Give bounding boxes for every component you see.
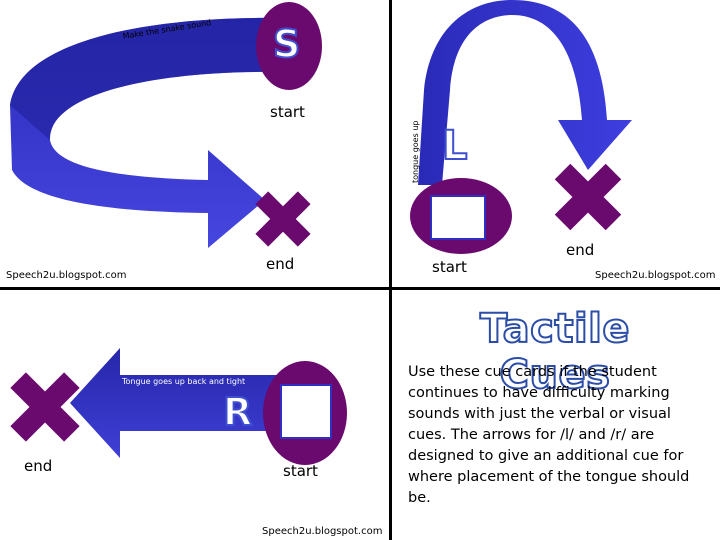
tactile-cues-title: Tactile Cues <box>479 305 631 399</box>
r-letter: R <box>222 389 253 435</box>
s-credit: Speech2u.blogspot.com <box>6 270 127 281</box>
r-end-label: end <box>24 457 53 475</box>
l-letter: L <box>441 122 468 170</box>
s-letter: S <box>272 21 301 67</box>
r-panel-graphic <box>10 348 347 465</box>
l-panel-graphic <box>410 0 632 254</box>
vertical-divider <box>389 0 392 540</box>
s-start-oval <box>256 2 322 90</box>
r-arrow-caption: Tongue goes up back and tight <box>122 377 246 386</box>
l-credit: Speech2u.blogspot.com <box>595 270 716 281</box>
s-panel-graphic <box>10 2 322 249</box>
r-start-square-icon <box>280 384 332 439</box>
l-arrow-caption: tongue goes up <box>411 120 420 183</box>
l-end-x-icon <box>554 163 622 231</box>
s-arrow-top-band <box>10 17 282 141</box>
instructions-text: Use these cue cards if the student conti… <box>408 364 690 506</box>
l-arch-arrow <box>418 0 632 185</box>
r-credit: Speech2u.blogspot.com <box>262 526 383 537</box>
s-start-label: start <box>270 103 305 121</box>
r-start-label: start <box>283 462 318 480</box>
l-end-label: end <box>566 241 595 259</box>
horizontal-divider <box>0 287 720 290</box>
s-end-x-icon <box>255 191 311 247</box>
l-start-label: start <box>432 258 467 276</box>
r-left-arrow <box>70 348 300 458</box>
r-end-x-icon <box>10 372 80 442</box>
s-end-label: end <box>266 255 295 273</box>
l-start-square-icon <box>430 195 486 240</box>
